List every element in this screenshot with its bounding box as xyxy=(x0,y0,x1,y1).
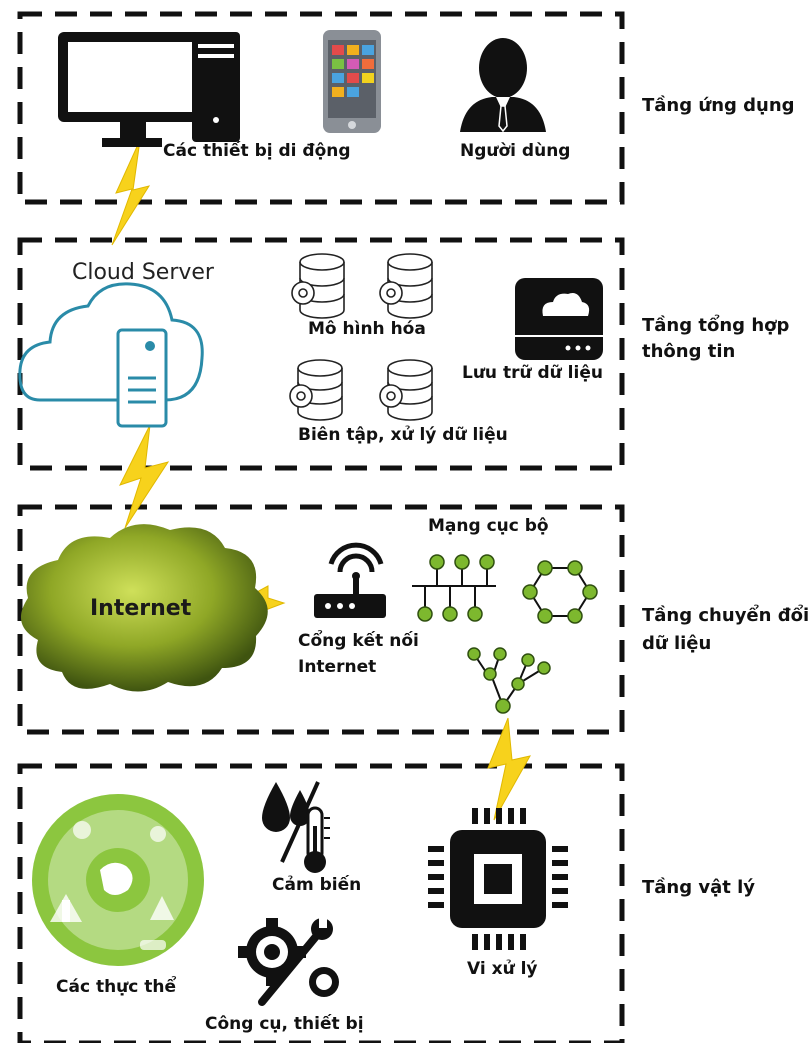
layer-label-application: Tầng ứng dụng xyxy=(642,95,795,116)
database-gear-icon-2 xyxy=(379,253,433,319)
label-processor: Vi xử lý xyxy=(467,959,538,979)
cloud-server-icon xyxy=(18,282,204,428)
ring-network-icon xyxy=(522,560,598,624)
tree-network-icon xyxy=(467,647,551,714)
layer-label-transfer-line1: Tầng chuyển đổi xyxy=(642,605,809,626)
lightning-icon-2 xyxy=(119,424,170,529)
lightning-icon-1 xyxy=(111,139,151,246)
sensor-icon xyxy=(262,781,330,873)
label-data-editing: Biên tập, xử lý dữ liệu xyxy=(298,425,508,445)
internet-cloud-icon xyxy=(20,524,268,692)
bus-network-icon xyxy=(412,554,496,622)
database-gear-icon-1 xyxy=(291,253,345,319)
label-tools: Công cụ, thiết bị xyxy=(205,1014,364,1034)
tools-icon xyxy=(238,918,339,1006)
cloud-storage-drive-icon xyxy=(515,278,603,360)
layer-label-transfer-line2: dữ liệu xyxy=(642,633,712,654)
label-internet: Internet xyxy=(90,596,192,621)
label-gateway-line1: Cổng kết nối xyxy=(298,631,419,651)
router-icon xyxy=(314,542,386,618)
label-sensors: Cảm biến xyxy=(272,875,362,895)
smartphone-icon xyxy=(323,30,381,133)
layer-label-physical: Tầng vật lý xyxy=(642,877,756,898)
label-users: Người dùng xyxy=(460,141,571,161)
database-gear-icon-4 xyxy=(379,359,433,421)
application-layer-box xyxy=(17,11,625,205)
transfer-layer-box xyxy=(17,504,625,735)
lightning-icon-4 xyxy=(487,717,531,821)
label-gateway-line2: Internet xyxy=(298,657,377,677)
label-entities: Các thực thể xyxy=(56,977,177,997)
user-icon xyxy=(460,38,546,133)
green-earth-entities-icon xyxy=(32,794,204,966)
layer-label-aggregation-line1: Tầng tổng hợp xyxy=(642,315,790,336)
label-mobile-devices: Các thiết bị di động xyxy=(163,141,351,161)
aggregation-layer-box xyxy=(17,237,625,471)
microchip-icon xyxy=(428,808,568,950)
layer-label-aggregation-line2: thông tin xyxy=(642,341,736,362)
physical-layer-box xyxy=(17,763,625,1043)
desktop-computer-icon xyxy=(58,32,240,147)
label-cloud-server: Cloud Server xyxy=(72,260,214,285)
database-gear-icon-3 xyxy=(289,359,343,421)
label-modeling: Mô hình hóa xyxy=(308,319,426,339)
label-data-storage: Lưu trữ dữ liệu xyxy=(462,363,603,383)
label-lan: Mạng cục bộ xyxy=(428,516,549,536)
